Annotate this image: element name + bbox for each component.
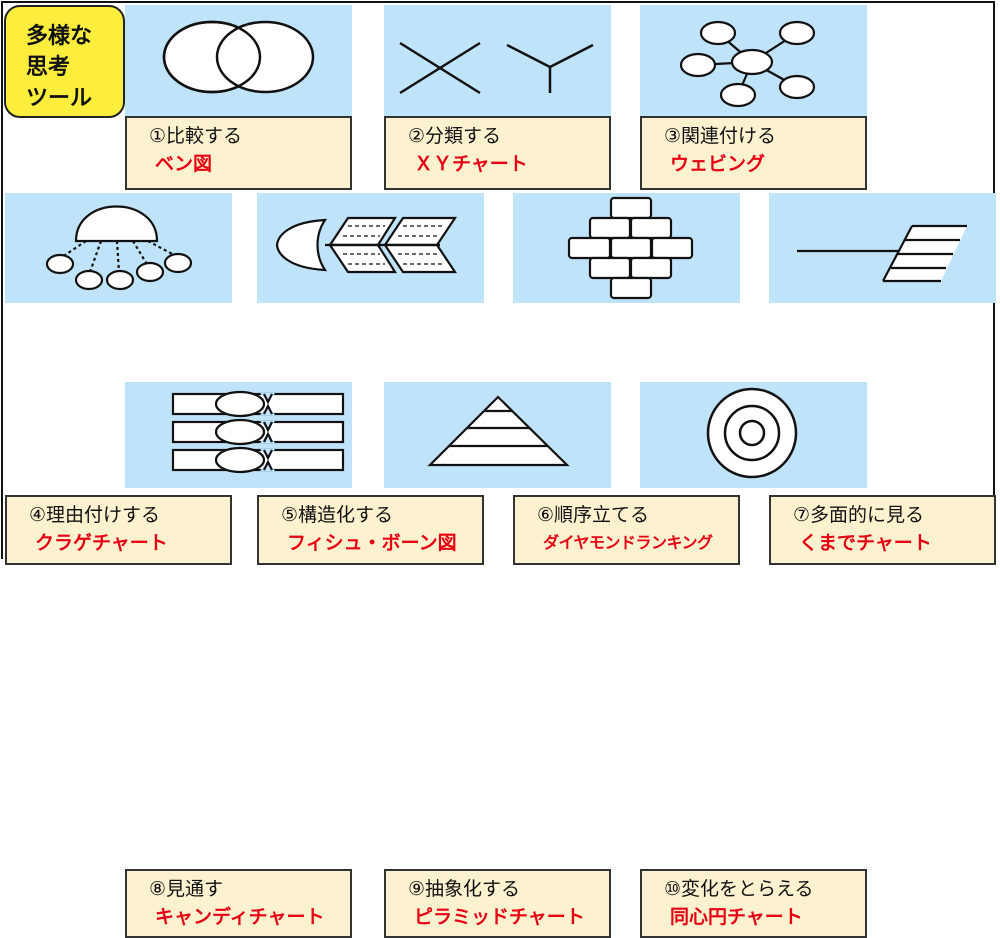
- tool-action: ①比較する: [149, 125, 243, 147]
- tool-label: ⑥順序立てる ダイヤモンドランキング: [513, 495, 740, 565]
- concentric-circles-icon: [640, 382, 867, 488]
- tool-name: 同心円チャート: [670, 906, 803, 928]
- tool-action: ②分類する: [408, 125, 502, 147]
- tool-name: ウェビング: [670, 153, 766, 175]
- fishbone-icon: [257, 193, 484, 303]
- tool-action: ⑦多面的に見る: [793, 504, 925, 526]
- tool-label: ⑩変化をとらえる 同心円チャート: [640, 869, 867, 938]
- tool-action: ⑥順序立てる: [537, 504, 650, 526]
- tool-action: ④理由付けする: [29, 504, 161, 526]
- tool-label: ③関連付ける ウェビング: [640, 116, 867, 190]
- tool-action: ⑨抽象化する: [408, 878, 521, 900]
- webbing-icon: [640, 5, 867, 117]
- diamond-ranking-icon: [513, 193, 740, 303]
- page-title: 多様な 思考 ツール: [4, 5, 125, 118]
- xy-chart-icon: [384, 5, 611, 117]
- tool-name: キャンディチャート: [155, 906, 325, 928]
- jellyfish-chart-icon: [5, 193, 232, 303]
- tool-action: ③関連付ける: [664, 125, 777, 147]
- pyramid-chart-icon: [384, 382, 611, 488]
- tool-label: ②分類する ＸＹチャート: [384, 116, 611, 190]
- tool-label: ④理由付けする クラゲチャート: [5, 495, 232, 565]
- tool-action: ⑧見通す: [149, 878, 224, 900]
- tool-name: フィシュ・ボーン図: [287, 532, 457, 554]
- tool-name: ＸＹチャート: [414, 153, 528, 175]
- venn-diagram-icon: [125, 5, 352, 117]
- tool-name: ピラミッドチャート: [414, 906, 585, 928]
- tool-action: ⑩変化をとらえる: [664, 878, 814, 900]
- tool-name: ダイヤモンドランキング: [543, 533, 713, 552]
- tool-label: ⑦多面的に見る くまでチャート: [769, 495, 996, 565]
- tool-name: クラゲチャート: [35, 532, 168, 554]
- rake-chart-icon: [769, 193, 996, 303]
- tool-label: ⑨抽象化する ピラミッドチャート: [384, 869, 611, 938]
- tool-action: ⑤構造化する: [281, 504, 394, 526]
- tool-name: くまでチャート: [799, 532, 932, 554]
- candy-chart-icon: [125, 382, 352, 488]
- tool-label: ①比較する ベン図: [125, 116, 352, 190]
- tool-label: ⑤構造化する フィシュ・ボーン図: [257, 495, 484, 565]
- tool-label: ⑧見通す キャンディチャート: [125, 869, 352, 938]
- tool-name: ベン図: [155, 153, 213, 175]
